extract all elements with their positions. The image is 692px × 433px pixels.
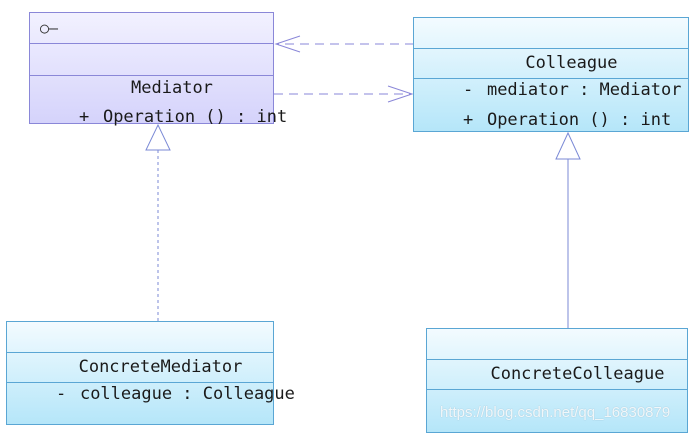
class-name-compartment: ConcreteMediator <box>7 322 273 377</box>
interface-lollipop-icon: ○— <box>40 19 59 37</box>
watermark-text: https://blog.csdn.net/qq_16830879 <box>440 404 671 421</box>
class-mediator[interactable]: ○— Mediator + Operation () : int <box>29 12 287 127</box>
class-name-compartment: ConcreteColleague <box>427 329 687 384</box>
class-name-compartment: ○— Mediator <box>30 13 273 98</box>
attributes-compartment: -mediator : Mediator <box>414 48 688 100</box>
class-name-compartment: Colleague <box>414 18 688 73</box>
open-arrowhead-colleague <box>387 85 414 103</box>
visibility-marker: + <box>462 110 474 130</box>
attributes-compartment <box>30 43 273 75</box>
class-name: ConcreteColleague <box>490 364 665 384</box>
class-name: ConcreteMediator <box>78 357 243 377</box>
attribute-signature: mediator : Mediator <box>486 80 682 100</box>
visibility-marker: - <box>55 384 67 404</box>
class-name: Mediator <box>131 78 213 98</box>
operations-compartment <box>7 382 273 424</box>
operation-signature: Operation () : int <box>102 107 288 127</box>
class-concrete-colleague[interactable]: ConcreteColleague <box>426 328 688 433</box>
attributes-compartment: -colleague : Colleague <box>7 352 295 404</box>
hollow-triangle-colleague <box>555 131 581 160</box>
operations-compartment: + Operation () : int <box>414 78 688 131</box>
hollow-triangle-mediator <box>145 123 171 151</box>
class-name: Colleague <box>525 53 618 73</box>
visibility-marker: + <box>78 107 90 127</box>
attribute-signature: colleague : Colleague <box>79 384 295 404</box>
open-arrowhead-mediator <box>274 35 301 53</box>
class-concrete-mediator[interactable]: ConcreteMediator -colleague : Colleague <box>6 321 295 425</box>
operations-compartment: + Operation () : int <box>30 75 287 127</box>
operations-compartment <box>427 389 687 433</box>
visibility-marker: - <box>462 80 474 100</box>
class-colleague[interactable]: Colleague -mediator : Mediator + Operatio… <box>413 17 689 132</box>
operation-signature: Operation () : int <box>486 110 672 130</box>
attributes-compartment <box>427 359 687 389</box>
